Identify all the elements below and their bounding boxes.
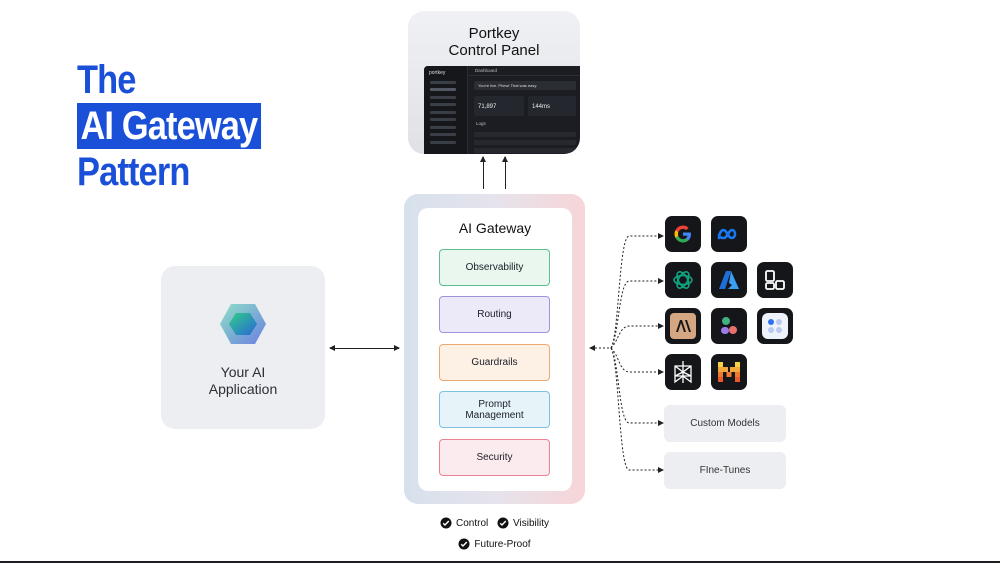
feature-observability: Observability [439, 249, 550, 286]
circles-icon [711, 308, 747, 344]
feature-routing: Routing [439, 296, 550, 333]
gateway-title: AI Gateway [458, 220, 532, 236]
dashboard-banner: You're live. Phew! That was easy. [474, 81, 576, 90]
anthropic-icon [665, 308, 701, 344]
bottom-border [0, 561, 1000, 563]
badges-row-2: Future-Proof [404, 538, 585, 553]
check-badge-icon [440, 517, 452, 529]
fine-tunes-box: FIne-Tunes [664, 452, 786, 489]
dashboard-stat-latency: 144ms [528, 96, 576, 116]
perplexity-icon [665, 354, 701, 390]
badges-row-1: Control Visibility [404, 517, 585, 532]
mistral-icon [711, 354, 747, 390]
control-panel-title-line1: Portkey [468, 25, 520, 42]
feature-security: Security [439, 439, 550, 476]
check-badge-icon [458, 538, 470, 550]
badge-control: Control [440, 517, 488, 529]
app-gateway-arrow [329, 345, 400, 351]
feature-prompt-management: Prompt Management [439, 391, 550, 428]
provider-connectors [589, 233, 664, 473]
check-badge-icon [497, 517, 509, 529]
control-panel-card: Portkey Control Panel portkey Dashboard … [408, 11, 580, 154]
badge-visibility: Visibility [497, 517, 549, 529]
google-icon [665, 216, 701, 252]
badge-future-proof: Future-Proof [458, 538, 531, 550]
openai-icon [665, 262, 701, 298]
page-title: The AI Gateway Pattern [77, 57, 261, 195]
dashboard-logs-label: Logs [476, 121, 486, 126]
ai-application-card: Your AI Application [161, 266, 325, 429]
control-panel-title-line2: Control Panel [448, 42, 540, 59]
dashboard-sidebar: portkey [424, 66, 468, 154]
title-line-the: The [77, 58, 136, 102]
title-line-pattern: Pattern [77, 150, 190, 194]
ai-application-label: Your AI Application [208, 364, 278, 397]
dashboard-logo: portkey [429, 70, 446, 76]
custom-models-box: Custom Models [664, 405, 786, 442]
dashboard-screenshot: portkey Dashboard You're live. Phew! Tha… [424, 66, 580, 154]
dashboard-header: Dashboard [469, 66, 580, 76]
feature-guardrails: Guardrails [439, 344, 550, 381]
arrow-up-2 [502, 156, 508, 189]
title-line-ai-gateway: AI Gateway [77, 103, 261, 149]
dashboard-stat-requests: 71,897 [474, 96, 524, 116]
arrow-up-1 [480, 156, 486, 189]
azure-icon [711, 262, 747, 298]
grid-dots-icon [757, 308, 793, 344]
hexagon-logo-icon [220, 304, 266, 344]
layout-icon [757, 262, 793, 298]
control-panel-title: Portkey Control Panel [408, 25, 580, 59]
meta-icon [711, 216, 747, 252]
